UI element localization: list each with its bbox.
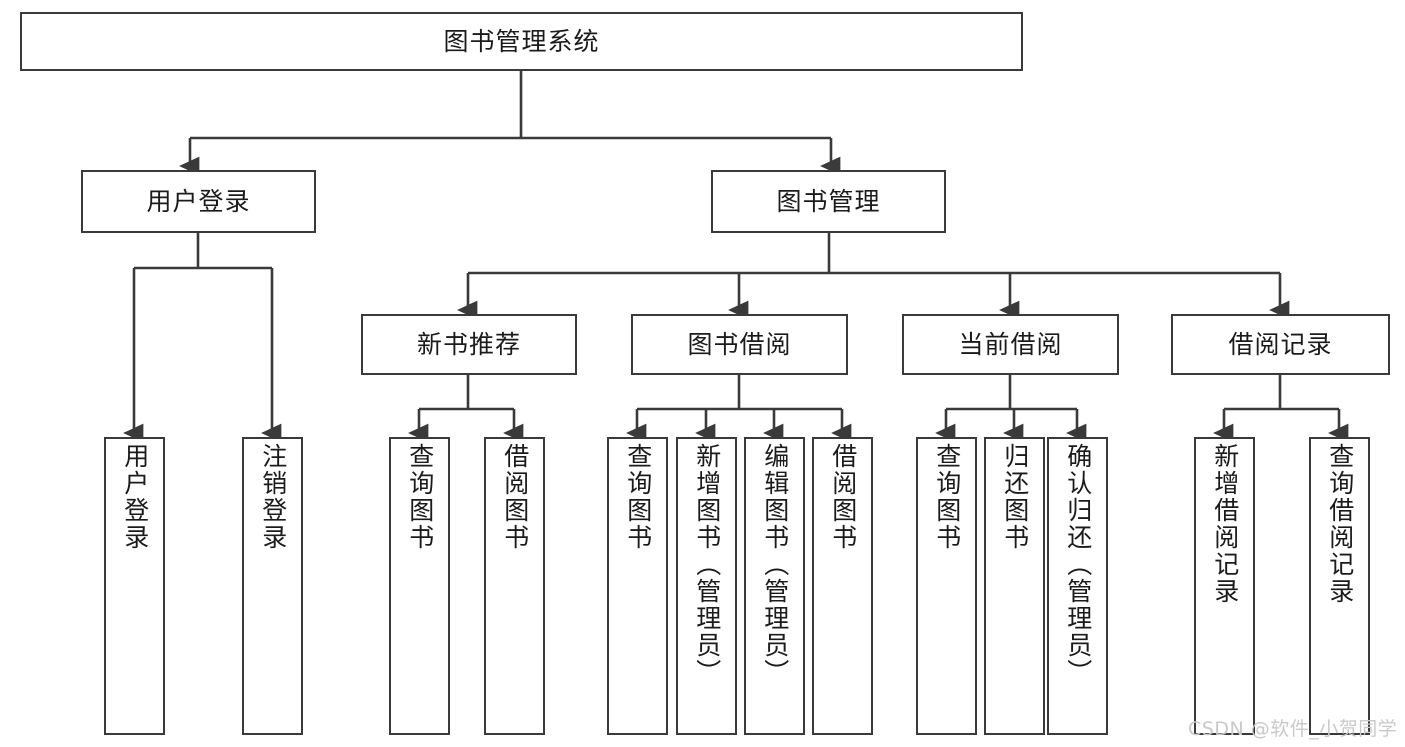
node-label: 新增借阅记录 bbox=[1210, 443, 1240, 605]
node-label: 查询图书 bbox=[405, 443, 435, 551]
node-label: 新增图书（管理员） bbox=[692, 443, 722, 686]
node-book-management[interactable]: 图书管理 bbox=[711, 170, 946, 233]
node-label: 用户登录 bbox=[146, 186, 251, 216]
node-new-book-recommendation[interactable]: 新书推荐 bbox=[361, 314, 577, 375]
leaf-user-login-login[interactable]: 用户登录 bbox=[104, 437, 165, 735]
node-root-book-management-system[interactable]: 图书管理系统 bbox=[20, 12, 1023, 71]
node-user-login[interactable]: 用户登录 bbox=[81, 170, 316, 233]
node-label: 图书管理系统 bbox=[443, 26, 600, 56]
node-label: 借阅图书 bbox=[500, 443, 530, 551]
leaf-borrow-record-add-record[interactable]: 新增借阅记录 bbox=[1194, 437, 1255, 735]
node-borrowing-record[interactable]: 借阅记录 bbox=[1171, 314, 1390, 375]
node-label: 用户登录 bbox=[120, 443, 150, 551]
leaf-book-borrow-borrow-books[interactable]: 借阅图书 bbox=[812, 437, 873, 735]
leaf-current-borrow-confirm-return-admin[interactable]: 确认归还（管理员） bbox=[1047, 437, 1108, 735]
leaf-current-borrow-query-books[interactable]: 查询图书 bbox=[916, 437, 977, 735]
node-label: 查询图书 bbox=[623, 443, 653, 551]
leaf-new-book-query-books[interactable]: 查询图书 bbox=[389, 437, 450, 735]
leaf-borrow-record-query-record[interactable]: 查询借阅记录 bbox=[1309, 437, 1370, 735]
node-label: 借阅图书 bbox=[828, 443, 858, 551]
node-label: 查询借阅记录 bbox=[1325, 443, 1355, 605]
leaf-user-login-logout[interactable]: 注销登录 bbox=[242, 437, 303, 735]
leaf-current-borrow-return-books[interactable]: 归还图书 bbox=[984, 437, 1045, 735]
leaf-new-book-borrow-books[interactable]: 借阅图书 bbox=[484, 437, 545, 735]
node-book-borrowing[interactable]: 图书借阅 bbox=[631, 314, 848, 375]
node-label: 归还图书 bbox=[1000, 443, 1030, 551]
node-label: 查询图书 bbox=[932, 443, 962, 551]
node-label: 新书推荐 bbox=[416, 329, 521, 359]
node-label: 确认归还（管理员） bbox=[1063, 443, 1093, 686]
node-label: 编辑图书（管理员） bbox=[760, 443, 790, 686]
node-label: 当前借阅 bbox=[958, 329, 1063, 359]
node-label: 借阅记录 bbox=[1228, 329, 1333, 359]
leaf-book-borrow-add-book-admin[interactable]: 新增图书（管理员） bbox=[676, 437, 737, 735]
node-label: 图书管理 bbox=[776, 186, 881, 216]
node-current-borrowing[interactable]: 当前借阅 bbox=[902, 314, 1119, 375]
leaf-book-borrow-query-books[interactable]: 查询图书 bbox=[607, 437, 668, 735]
node-label: 图书借阅 bbox=[687, 329, 792, 359]
leaf-book-borrow-edit-book-admin[interactable]: 编辑图书（管理员） bbox=[744, 437, 805, 735]
csdn-watermark: CSDN @软件_小贺同学 bbox=[1188, 718, 1398, 740]
node-label: 注销登录 bbox=[258, 443, 288, 551]
